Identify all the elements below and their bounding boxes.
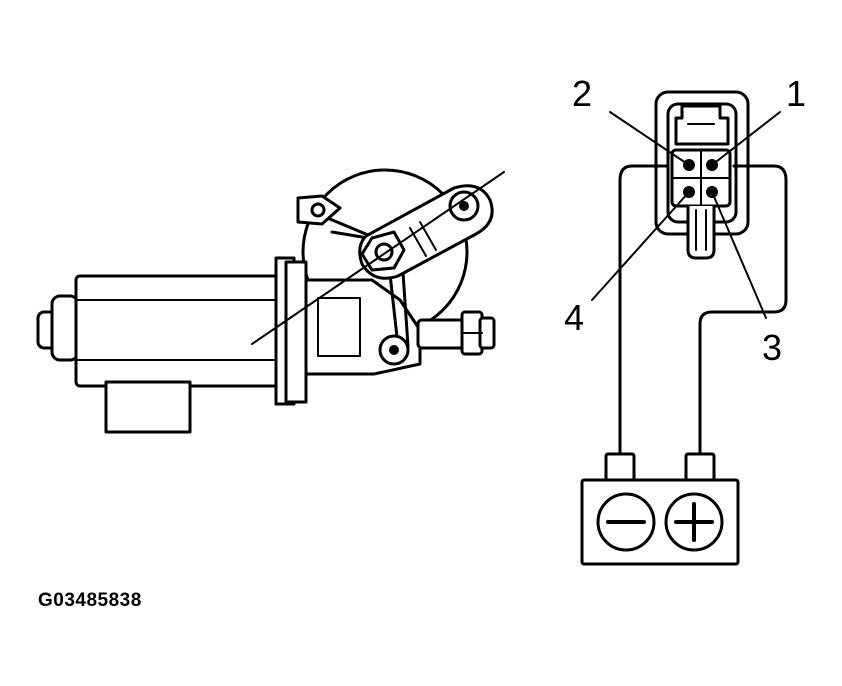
pin-3-leader: [711, 191, 767, 319]
wire-connector: [654, 90, 750, 260]
negative-terminal-post: [604, 452, 636, 482]
pin-1-leader: [711, 111, 781, 166]
motor-end-cap: [50, 294, 80, 362]
pin-label-1: 1: [786, 73, 806, 114]
positive-terminal-post: [684, 452, 716, 482]
figure-id: G03485838: [38, 590, 142, 611]
pin-label-2: 2: [572, 73, 592, 114]
wire-negative: [618, 164, 670, 458]
pin-label-3: 3: [762, 327, 782, 368]
pin-4-leader: [591, 191, 690, 301]
shaft-axis-line: [251, 171, 505, 345]
motor-connector-block: [104, 380, 192, 434]
pin-label-4: 4: [564, 297, 584, 338]
wiper-motor: [36, 168, 505, 434]
wire-positive: [698, 164, 788, 458]
pin-2-leader: [609, 111, 690, 166]
battery: [580, 452, 740, 566]
motor-body: [74, 274, 290, 388]
